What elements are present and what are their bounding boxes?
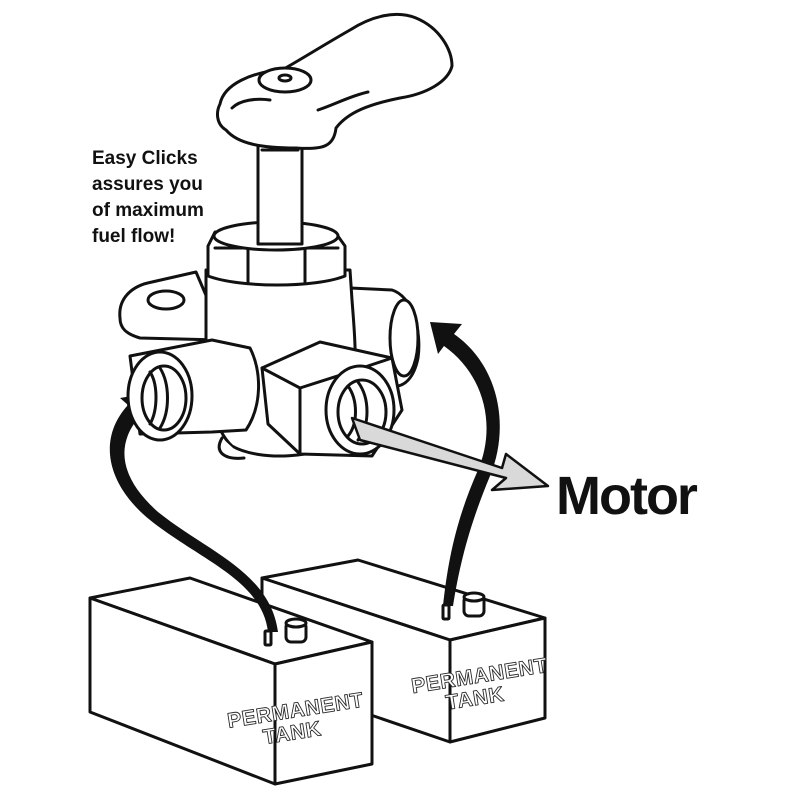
fuel-line-left [109, 392, 278, 632]
left-port-threads [148, 366, 169, 430]
handle-contour [230, 90, 370, 112]
tank-cap-top [284, 617, 308, 629]
caption-line-2: assures you [92, 174, 203, 195]
caption-line-3: of maximum [92, 200, 204, 221]
fuel-line-fitting [441, 603, 451, 621]
motor-label: Motor [556, 466, 698, 526]
valve-stem [256, 140, 304, 246]
outlet-arrow [350, 416, 550, 492]
caption-line-1: Easy Clicks [92, 148, 198, 169]
mounting-hole [146, 289, 186, 311]
outlet-arrow-shape [350, 416, 550, 492]
fuel-line-arrows [109, 322, 500, 632]
valve-handle [216, 12, 454, 150]
fuel-line-fitting [263, 629, 273, 647]
fuel-line-right [430, 322, 500, 606]
handle-rivet [277, 73, 293, 83]
fuel-valve [118, 12, 454, 460]
rear-port-opening [388, 298, 420, 378]
permanent-tank-left: PERMANENT TANK [88, 576, 374, 786]
body-base-contour [217, 436, 246, 460]
caption-line-4: fuel flow! [92, 226, 176, 247]
tank-cap-top [462, 591, 486, 603]
feature-caption: Easy Clicks assures you of maximum fuel … [92, 146, 204, 250]
